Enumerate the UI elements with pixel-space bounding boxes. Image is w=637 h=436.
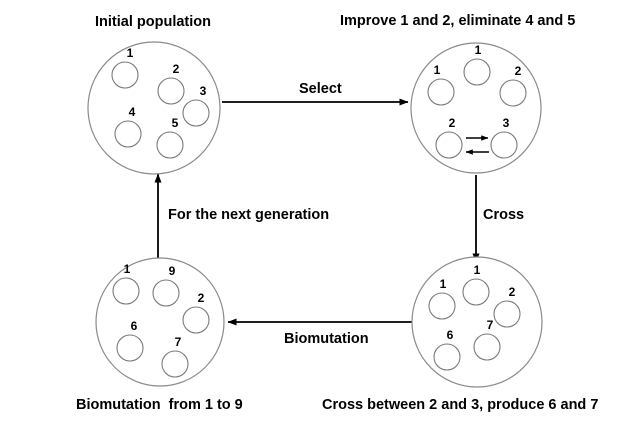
gene-circle [463,58,491,86]
gene-circle [116,334,144,362]
gene-circle [462,278,490,306]
population-mutated: 1 9 2 6 7 [95,257,225,387]
gene-label: 2 [515,64,522,78]
gene-circle [433,343,461,371]
population-selected: 1 1 2 2 3 [410,42,542,174]
gene-label: 7 [487,318,494,332]
gene-label: 9 [169,264,176,278]
population-crossed: 1 1 2 6 7 [411,256,543,388]
gene-label: 5 [172,116,179,130]
gene-circle [182,99,210,127]
gene-circle [435,131,463,159]
gene-label: 3 [200,84,207,98]
gene-circle [152,279,180,307]
gene-circle [427,78,455,106]
gene-label: 2 [198,291,205,305]
gene-label: 1 [440,277,447,291]
caption-biomutation-result: Biomutation from 1 to 9 [76,397,243,413]
edge-label-select: Select [299,81,342,97]
gene-circle [428,292,456,320]
edge-label-cross: Cross [483,207,525,223]
gene-label: 1 [475,43,482,57]
population-initial: 1 2 3 4 5 [87,41,221,175]
gene-label: 7 [175,335,182,349]
edge-label-biomutation: Biomutation [284,331,369,347]
gene-label: 3 [503,116,510,130]
edge-label-next-generation: For the next generation [168,207,330,223]
gene-label: 2 [449,116,456,130]
gene-label: 1 [474,263,481,277]
gene-label: 1 [124,262,131,276]
gene-label: 2 [509,285,516,299]
gene-circle [112,277,140,305]
caption-cross-result: Cross between 2 and 3, produce 6 and 7 [322,397,599,413]
gene-circle [499,79,527,107]
gene-label: 6 [131,319,138,333]
title-improved-population: Improve 1 and 2, eliminate 4 and 5 [340,13,576,29]
gene-label: 2 [173,62,180,76]
gene-circle [156,131,184,159]
gene-circle [490,131,518,159]
title-initial-population: Initial population [95,14,211,30]
gene-circle [493,300,521,328]
gene-circle [473,333,501,361]
gene-label: 6 [447,328,454,342]
gene-circle [157,77,185,105]
gene-circle [114,120,142,148]
gene-circle [161,350,189,378]
gene-circle [182,306,210,334]
gene-label: 4 [129,105,136,119]
gene-label: 1 [434,63,441,77]
gene-circle [111,61,139,89]
gene-label: 1 [127,46,134,60]
